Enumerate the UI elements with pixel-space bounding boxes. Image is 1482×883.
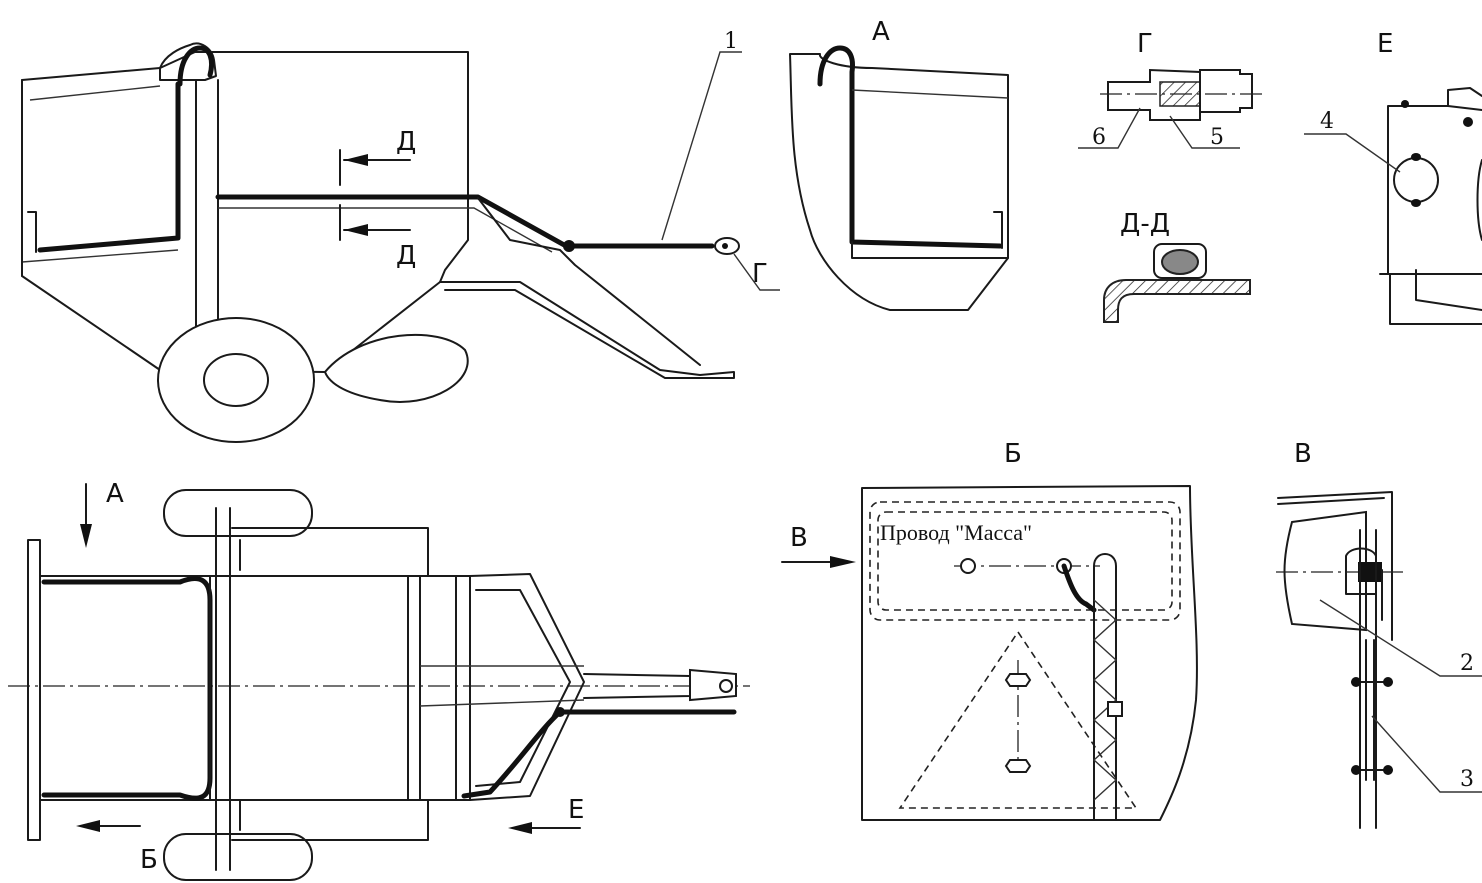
view-b: Б Провод "Масса" В	[781, 439, 1198, 821]
side-hopper-inner-line	[29, 85, 161, 101]
side-cable-junction	[563, 240, 575, 252]
view-b-nut-top	[1004, 673, 1032, 687]
view-b-nut-bottom	[1004, 759, 1032, 773]
view-b-label: Б	[1004, 439, 1022, 469]
top-drawbar-eye	[689, 668, 737, 702]
callout-5-leader	[1169, 115, 1240, 149]
top-hitch-ribs	[419, 665, 585, 707]
view-b-ground-wire	[1061, 563, 1097, 613]
top-view-label-a: А	[106, 479, 124, 509]
view-b-panel	[861, 485, 1198, 821]
view-e-label: Е	[1377, 29, 1393, 59]
top-wheel-upper	[163, 489, 313, 537]
side-connector-g	[714, 237, 740, 255]
top-body-back	[231, 527, 429, 841]
callout-5: 5	[1210, 125, 1224, 150]
side-view: Г 1 Д Д	[21, 29, 780, 443]
callout-3: 3	[1460, 767, 1474, 792]
section-d-label-bottom: Д	[396, 241, 416, 271]
view-e-round-socket	[1393, 157, 1439, 203]
side-top-cap	[159, 42, 217, 81]
side-vertical-post	[195, 79, 219, 331]
side-rear-lobe	[323, 333, 469, 403]
view-a-label: А	[872, 17, 890, 47]
view-b-cable-ladder	[1092, 599, 1118, 801]
callout-4: 4	[1320, 109, 1334, 134]
view-v-top-bracket	[1277, 491, 1393, 641]
view-e-arc	[1476, 159, 1482, 241]
view-e: Е 4	[1304, 29, 1482, 325]
view-b-lamp-inner	[877, 511, 1173, 611]
view-b-clip	[1107, 701, 1123, 717]
top-axle	[215, 507, 231, 871]
view-a-outline	[789, 53, 1009, 311]
top-hitch-inner	[475, 589, 571, 787]
callout-6-leader	[1078, 107, 1141, 149]
view-a-cable	[817, 45, 1003, 249]
callout-3-leader	[1371, 715, 1482, 793]
view-e-side	[1447, 105, 1482, 111]
view-v: В 2 3	[1276, 439, 1482, 829]
section-dd: Д-Д	[1103, 209, 1251, 323]
view-e-base	[1379, 269, 1482, 325]
side-wheel	[157, 317, 315, 443]
view-b-triangle	[898, 630, 1138, 809]
section-dd-label: Д-Д	[1120, 209, 1170, 239]
top-rear-plate	[27, 539, 41, 841]
view-g: Г 6 5	[1078, 29, 1262, 150]
top-frame-inner	[209, 575, 421, 801]
view-a-inner-line	[851, 89, 1009, 99]
callout-4-leader	[1304, 133, 1401, 173]
side-wheel-hub	[203, 353, 269, 407]
top-hitch	[469, 573, 585, 801]
view-v-lamp-body	[1283, 510, 1367, 632]
side-top-hook	[177, 45, 215, 87]
callout-2-leader	[1319, 599, 1482, 677]
view-g-label: Г	[1137, 29, 1153, 59]
top-label-b: Б	[140, 845, 158, 875]
view-b-cable-duct	[1093, 553, 1117, 821]
callout-1: 1	[724, 29, 738, 54]
view-v-bolt-lines	[1351, 681, 1393, 771]
callout-1-leader	[661, 51, 742, 241]
section-d-label-top: Д	[396, 127, 416, 157]
top-view: А Б Е	[8, 479, 750, 881]
side-label-g: Г	[752, 259, 768, 289]
view-v-label: В	[1294, 439, 1312, 469]
view-g-plug	[1199, 69, 1253, 113]
view-b-ground-label: Провод "Масса"	[880, 520, 1032, 545]
top-body-frame	[39, 575, 471, 801]
callout-6: 6	[1092, 125, 1106, 150]
view-b-label-v: В	[790, 523, 808, 553]
side-main-cable	[215, 194, 715, 249]
top-cable-frame	[41, 576, 213, 801]
side-drawbar-upper	[477, 197, 701, 366]
callout-2: 2	[1460, 651, 1474, 676]
side-leader-g	[733, 253, 780, 291]
side-left-cable	[37, 81, 181, 253]
view-v-nut	[1358, 562, 1382, 582]
side-cable-sheath	[218, 207, 553, 253]
view-v-lower-plate	[1365, 639, 1375, 781]
top-label-e: Е	[568, 795, 584, 825]
view-a-post	[851, 241, 1009, 259]
side-left-bracket	[27, 211, 37, 253]
side-drawbar	[439, 281, 735, 379]
view-b-bolt-left	[960, 558, 976, 574]
view-b-lamp-outer	[869, 501, 1181, 621]
view-a: А	[789, 17, 1009, 311]
section-dd-profile	[1103, 279, 1251, 323]
section-dd-cable	[1161, 249, 1199, 275]
top-wheel-lower	[163, 833, 313, 881]
side-hopper-lower-line	[21, 249, 179, 263]
view-a-bracket	[993, 211, 1003, 249]
